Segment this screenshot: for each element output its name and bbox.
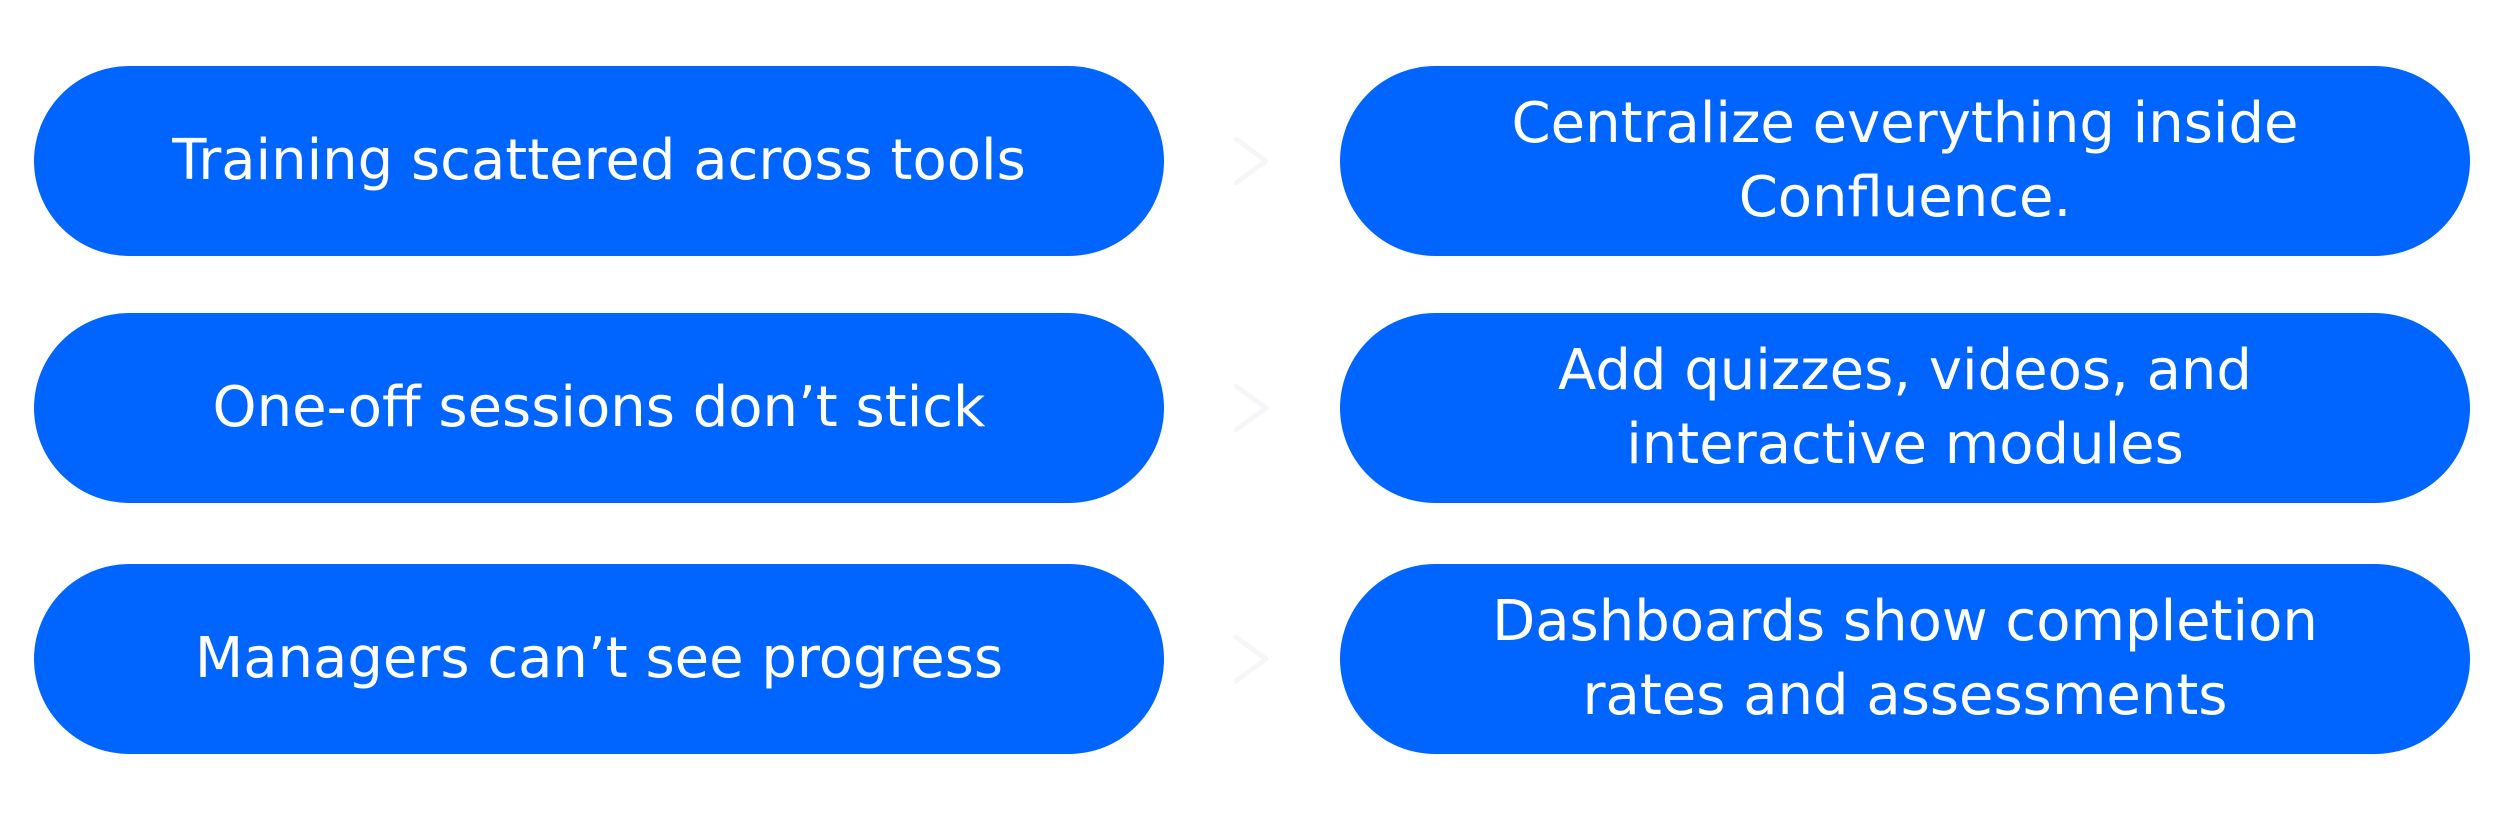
problem-pill-2: One-off sessions don’t stick <box>34 313 1164 503</box>
solution-text-3: Dashboards show completion rates and ass… <box>1492 589 2318 728</box>
solution-text-2: Add quizzes, videos, and interactive mod… <box>1558 338 2252 477</box>
problem-pill-3: Managers can’t see progress <box>34 564 1164 754</box>
solution-pill-2: Add quizzes, videos, and interactive mod… <box>1340 313 2470 503</box>
arrow-right-icon <box>1222 378 1282 438</box>
arrow-right-icon <box>1222 131 1282 191</box>
problem-text-2: One-off sessions don’t stick <box>212 375 986 440</box>
problem-text-1: Training scattered across tools <box>172 128 1026 193</box>
solution-pill-1: Centralize everything inside Confluence. <box>1340 66 2470 256</box>
problem-text-3: Managers can’t see progress <box>194 626 1004 691</box>
arrow-right-icon <box>1222 629 1282 689</box>
solution-text-1: Centralize everything inside Confluence. <box>1511 91 2299 230</box>
problem-pill-1: Training scattered across tools <box>34 66 1164 256</box>
solution-pill-3: Dashboards show completion rates and ass… <box>1340 564 2470 754</box>
